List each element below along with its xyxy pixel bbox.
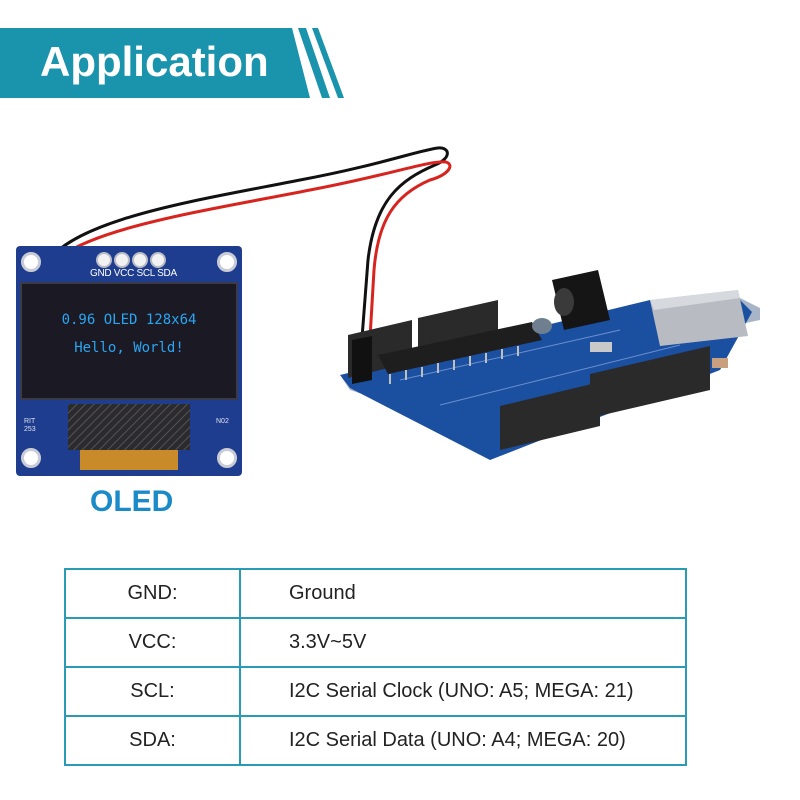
- oled-caption: OLED: [90, 485, 174, 518]
- oled-module: GND VCC SCL SDA 0.96 OLED 128x64 Hello, …: [16, 246, 242, 476]
- pin-labels: GND VCC SCL SDA: [90, 268, 177, 279]
- oled-screen: 0.96 OLED 128x64 Hello, World!: [20, 282, 238, 400]
- table-row: VCC: 3.3V~5V: [64, 617, 687, 668]
- flex-ribbon: [68, 404, 190, 450]
- pin-table: GND: Ground VCC: 3.3V~5V SCL: I2C Serial…: [64, 568, 687, 766]
- pin-vcc: [114, 252, 130, 268]
- pin-description-cell: Ground: [239, 568, 687, 619]
- pin-scl: [132, 252, 148, 268]
- mounting-hole-top-right: [217, 252, 237, 272]
- pin-description-cell: I2C Serial Data (UNO: A4; MEGA: 20): [239, 715, 687, 766]
- mounting-hole-bottom-right: [217, 448, 237, 468]
- screen-line-1: 0.96 OLED 128x64: [61, 312, 197, 328]
- table-row: SCL: I2C Serial Clock (UNO: A5; MEGA: 21…: [64, 666, 687, 717]
- mounting-hole-bottom-left: [21, 448, 41, 468]
- pin-gnd: [96, 252, 112, 268]
- page-title: Application: [40, 38, 269, 85]
- pin-sda: [150, 252, 166, 268]
- table-row: GND: Ground: [64, 568, 687, 619]
- pin-name-cell: GND:: [64, 568, 241, 619]
- pin-description-cell: 3.3V~5V: [239, 617, 687, 668]
- screen-line-2: Hello, World!: [74, 340, 184, 356]
- pin-name-cell: SDA:: [64, 715, 241, 766]
- silk-right: N02: [216, 418, 229, 425]
- flex-connector: [80, 450, 178, 470]
- silk-left: RIT 253: [24, 418, 36, 433]
- banner-shape: [0, 28, 344, 98]
- pin-name-cell: SCL:: [64, 666, 241, 717]
- pin-description-cell: I2C Serial Clock (UNO: A5; MEGA: 21): [239, 666, 687, 717]
- arduino-board: [340, 270, 760, 460]
- table-row: SDA: I2C Serial Data (UNO: A4; MEGA: 20): [64, 715, 687, 766]
- mounting-hole-top-left: [21, 252, 41, 272]
- header-banner: Application: [0, 28, 345, 98]
- pin-name-cell: VCC:: [64, 617, 241, 668]
